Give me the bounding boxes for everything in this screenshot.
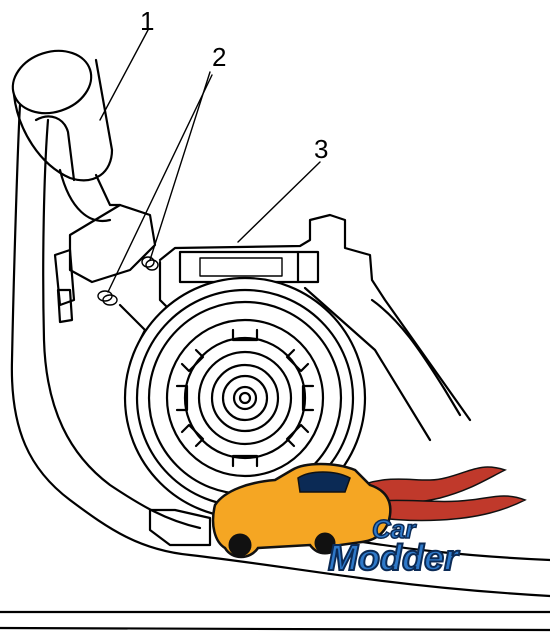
callout-1: 1	[140, 6, 154, 36]
watermark-flames-2	[354, 495, 527, 522]
watermark-car-window	[297, 471, 351, 493]
watermark-text-car: Car	[372, 514, 417, 544]
watermark-text-modder: Modder	[328, 537, 460, 578]
refrigerant-hose	[0, 103, 550, 632]
carmodder-watermark: Car Modder	[211, 462, 527, 579]
callout-2: 2	[212, 42, 226, 72]
leader-3	[237, 161, 321, 243]
leader-2b	[107, 74, 213, 293]
watermark-car-wheel-front	[228, 533, 252, 557]
leader-1	[99, 29, 149, 121]
part-2-fittings	[53, 203, 159, 342]
watermark-car-wheel-rear	[314, 532, 336, 554]
callout-3: 3	[314, 134, 328, 164]
part-1-muffler	[11, 49, 122, 222]
leader-2a	[149, 71, 211, 261]
leader-lines	[99, 29, 321, 293]
part-3-compressor	[123, 213, 472, 547]
